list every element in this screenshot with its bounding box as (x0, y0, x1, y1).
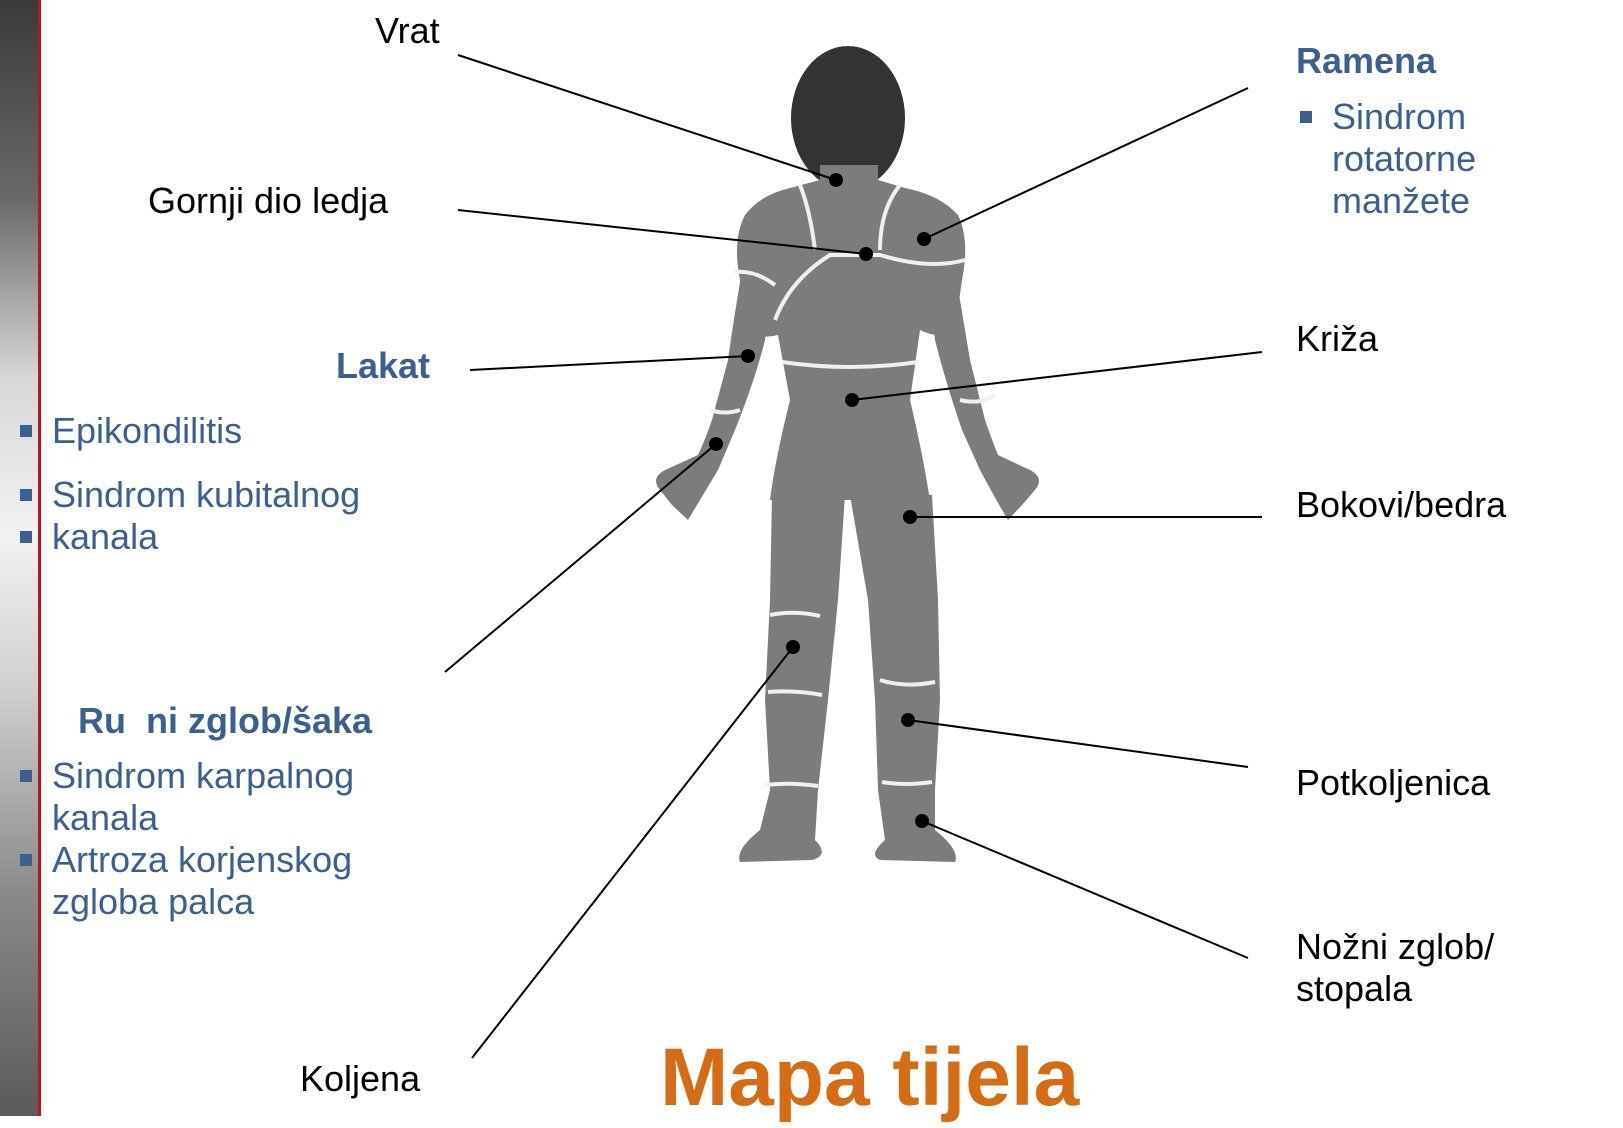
label-lakat: Lakat (336, 345, 430, 387)
slide-title: Mapa tijela (660, 1028, 1079, 1128)
list-item: rotatorne (1296, 138, 1476, 180)
lakat-conditions-list: Epikondilitis Sindrom kubitalnog kanala (16, 410, 360, 558)
left-leg (739, 495, 845, 862)
list-item: manžete (1296, 180, 1476, 222)
list-item: Sindrom (1296, 96, 1476, 138)
ramena-conditions-list: Sindrom rotatorne manžete (1296, 96, 1476, 222)
label-potkoljenica: Potkoljenica (1296, 762, 1490, 804)
label-ramena: Ramena (1296, 40, 1436, 82)
label-bokovi-bedra: Bokovi/bedra (1296, 484, 1506, 526)
label-nozni-zglob-2: stopala (1296, 968, 1412, 1010)
label-vrat: Vrat (375, 10, 440, 52)
torso (737, 180, 965, 500)
list-item: Artroza korjenskog (16, 839, 354, 881)
list-item: kanala (16, 797, 354, 839)
left-arm (656, 270, 770, 520)
rucni-conditions-list: Sindrom karpalnog kanala Artroza korjens… (16, 755, 354, 923)
label-gornji-dio-ledja: Gornji dio ledja (148, 180, 388, 222)
label-rucni-zglob: Ru ni zglob/šaka (78, 700, 372, 742)
list-item: Epikondilitis (16, 410, 360, 452)
right-arm (930, 270, 1039, 520)
label-nozni-zglob-1: Nožni zglob/ (1296, 926, 1494, 968)
list-item: kanala (16, 516, 360, 558)
list-item: zgloba palca (16, 881, 354, 923)
list-item: Sindrom kubitalnog (16, 474, 360, 516)
list-item: Sindrom karpalnog (16, 755, 354, 797)
label-koljena: Koljena (300, 1058, 420, 1100)
right-leg (850, 495, 956, 862)
label-kriza: Križa (1296, 318, 1378, 360)
